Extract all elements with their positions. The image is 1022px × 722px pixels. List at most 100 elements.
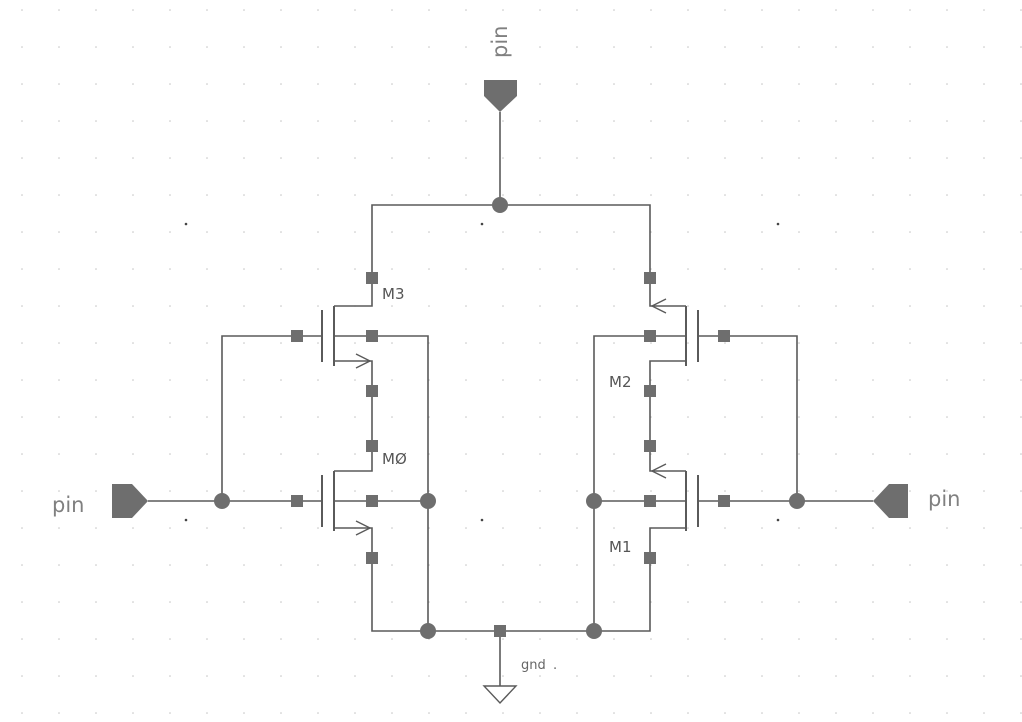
grid-dot — [502, 564, 504, 566]
grid-dot — [724, 342, 726, 344]
terminal-m1-gate[interactable] — [718, 495, 730, 507]
grid-dot — [21, 712, 23, 714]
grid-dot — [761, 157, 763, 159]
terminal-m2-body[interactable] — [644, 330, 656, 342]
terminal-m2-gate[interactable] — [718, 330, 730, 342]
grid-dot — [206, 416, 208, 418]
grid-dot — [317, 231, 319, 233]
terminal-m0-source[interactable] — [366, 552, 378, 564]
terminal-m1-source[interactable] — [644, 552, 656, 564]
grid-dot — [95, 379, 97, 381]
ground-symbol[interactable] — [482, 685, 518, 705]
grid-dot — [502, 379, 504, 381]
grid-dot — [465, 9, 467, 11]
transistor-m0[interactable] — [321, 471, 372, 536]
grid-dot — [428, 268, 430, 270]
grid-dot — [317, 564, 319, 566]
grid-dot — [465, 342, 467, 344]
terminal-m1-body[interactable] — [644, 495, 656, 507]
grid-dot — [650, 712, 652, 714]
grid-dot — [946, 268, 948, 270]
pin-right[interactable] — [873, 484, 908, 518]
grid-dot — [428, 9, 430, 11]
grid-dot — [576, 601, 578, 603]
grid-dot — [391, 453, 393, 455]
grid-dot — [95, 416, 97, 418]
grid-dot — [798, 564, 800, 566]
grid-dot — [317, 305, 319, 307]
terminal-m3-body[interactable] — [366, 330, 378, 342]
transistor-m3[interactable] — [321, 306, 372, 369]
grid-dot — [58, 601, 60, 603]
grid-dot — [650, 157, 652, 159]
grid-dot — [280, 379, 282, 381]
grid-dot — [613, 231, 615, 233]
grid-dot — [946, 194, 948, 196]
grid-dot — [206, 268, 208, 270]
grid-dot — [761, 379, 763, 381]
terminal-m2-drain[interactable] — [644, 272, 656, 284]
grid-dot — [909, 379, 911, 381]
grid-dot — [798, 712, 800, 714]
grid-dot — [650, 83, 652, 85]
grid-dot — [169, 527, 171, 529]
terminal-m3-drain[interactable] — [366, 272, 378, 284]
grid-dot — [391, 120, 393, 122]
grid-dot — [909, 305, 911, 307]
right-pin-label: pin — [928, 487, 960, 511]
grid-dot — [58, 83, 60, 85]
grid-dot — [687, 638, 689, 640]
terminal-m3-source[interactable] — [366, 385, 378, 397]
grid-dot — [872, 379, 874, 381]
terminal-m2-source[interactable] — [644, 385, 656, 397]
terminal-m1-drain[interactable] — [644, 440, 656, 452]
grid-dot — [1020, 305, 1022, 307]
grid-dot — [798, 490, 800, 492]
grid-dot — [169, 601, 171, 603]
junction-left-body — [420, 493, 436, 509]
grid-dot — [95, 157, 97, 159]
grid-dot — [465, 379, 467, 381]
grid-dot — [354, 601, 356, 603]
grid-dot — [354, 268, 356, 270]
grid-dot — [576, 194, 578, 196]
grid-dot — [1020, 46, 1022, 48]
grid-dot — [391, 157, 393, 159]
grid-dot — [391, 379, 393, 381]
grid-dot — [280, 564, 282, 566]
pin-left[interactable] — [112, 484, 148, 518]
grid-dot — [206, 194, 208, 196]
grid-dot — [21, 638, 23, 640]
grid-dot — [798, 120, 800, 122]
grid-dot — [95, 231, 97, 233]
grid-dot — [132, 305, 134, 307]
grid-dot — [761, 231, 763, 233]
terminal-m0-gate[interactable] — [291, 495, 303, 507]
grid-dot — [317, 379, 319, 381]
grid-dot — [317, 675, 319, 677]
terminal-m0-drain[interactable] — [366, 440, 378, 452]
terminal-ground-tap[interactable] — [494, 625, 506, 637]
grid-dot — [872, 342, 874, 344]
pin-top[interactable] — [484, 80, 517, 112]
grid-dot — [502, 231, 504, 233]
grid-dot — [465, 712, 467, 714]
grid-dot — [650, 675, 652, 677]
grid-dot — [95, 638, 97, 640]
grid-dot — [687, 527, 689, 529]
grid-dot — [95, 453, 97, 455]
left-pin-label: pin — [52, 493, 84, 517]
transistor-m1[interactable] — [650, 463, 699, 531]
grid-dot — [132, 416, 134, 418]
terminal-m3-gate[interactable] — [291, 330, 303, 342]
grid-dot — [1020, 675, 1022, 677]
terminal-m0-body[interactable] — [366, 495, 378, 507]
transistor-m2[interactable] — [650, 298, 699, 366]
grid-dot — [95, 194, 97, 196]
grid-dot — [687, 564, 689, 566]
grid-dot — [687, 268, 689, 270]
grid-dot — [280, 601, 282, 603]
wire-m3-source — [334, 360, 373, 446]
grid-dot — [872, 490, 874, 492]
